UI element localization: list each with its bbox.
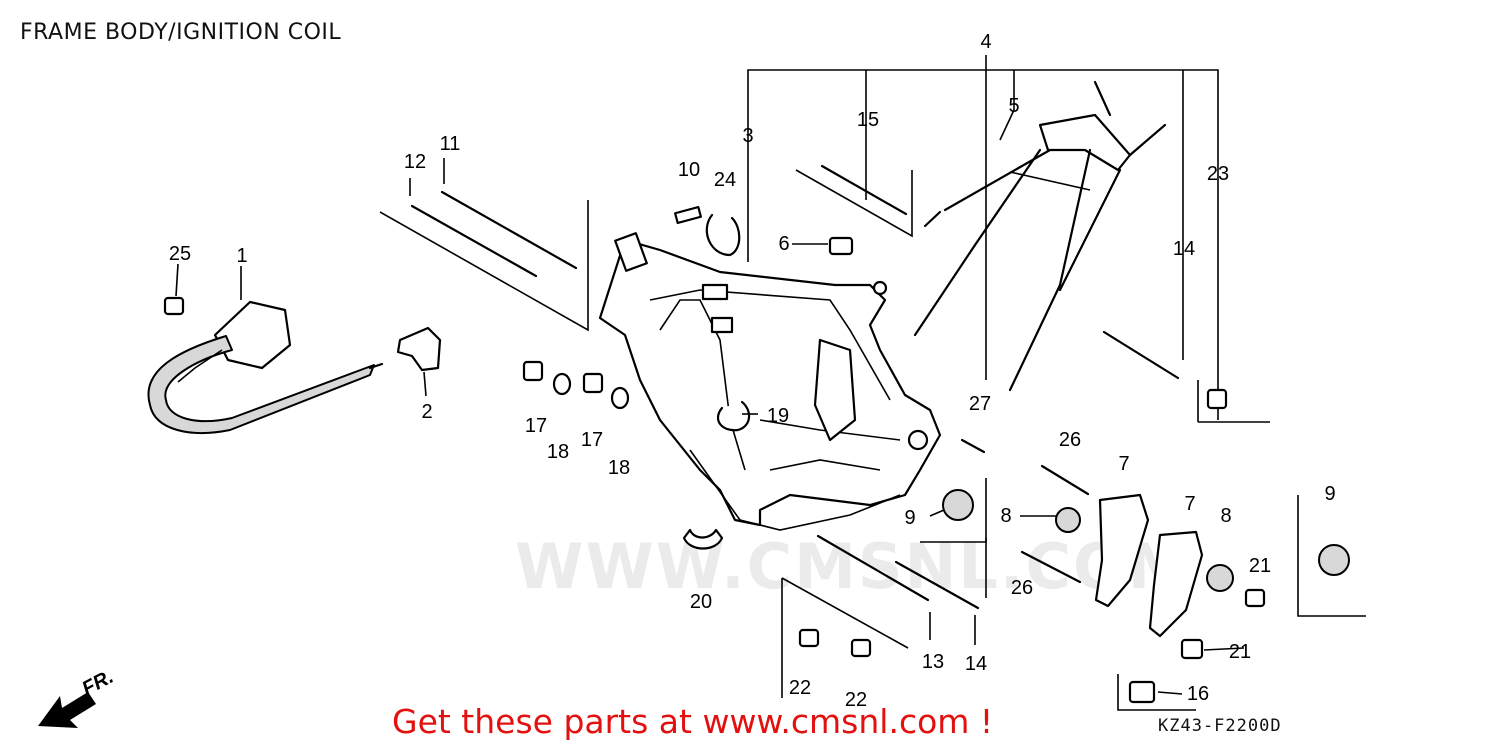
front-direction-arrow-icon bbox=[38, 692, 96, 728]
callout-17a: 17 bbox=[525, 415, 547, 437]
footrest-brackets bbox=[942, 489, 1350, 638]
callout-1: 1 bbox=[236, 245, 247, 267]
callout-26a: 26 bbox=[1059, 429, 1081, 451]
callout-11: 11 bbox=[440, 133, 461, 155]
callout-6: 6 bbox=[778, 233, 789, 255]
watermark-text: WWW.CMSNL.COM bbox=[515, 530, 1192, 603]
callout-8a: 8 bbox=[1000, 505, 1011, 527]
leader-lines bbox=[175, 243, 1245, 695]
callout-27: 27 bbox=[969, 393, 991, 415]
rear-sub-frame bbox=[913, 80, 1167, 392]
callout-25: 25 bbox=[169, 243, 191, 265]
callout-19: 19 bbox=[767, 405, 789, 427]
nuts-washers-collars bbox=[522, 205, 1266, 704]
callout-9a: 9 bbox=[904, 507, 915, 529]
callout-13: 13 bbox=[922, 651, 944, 673]
diagram-title: FRAME BODY/IGNITION COIL bbox=[20, 20, 342, 45]
callout-14a: 14 bbox=[1173, 238, 1195, 260]
callout-5: 5 bbox=[1008, 95, 1019, 117]
callout-8b: 8 bbox=[1220, 505, 1231, 527]
callout-17b: 17 bbox=[581, 429, 603, 451]
diagram-reference-code: KZ43-F2200D bbox=[1158, 716, 1282, 736]
callout-18a: 18 bbox=[547, 441, 569, 463]
callout-16: 16 bbox=[1187, 683, 1209, 705]
callout-18b: 18 bbox=[608, 457, 630, 479]
group-bracket-top bbox=[747, 55, 1270, 423]
callout-23: 23 bbox=[1207, 163, 1229, 185]
callout-21b: 21 bbox=[1229, 641, 1251, 663]
callout-22b: 22 bbox=[845, 689, 867, 711]
callout-22a: 22 bbox=[789, 677, 811, 699]
main-frame bbox=[598, 232, 942, 531]
spark-plug-cap bbox=[396, 326, 442, 372]
callout-24: 24 bbox=[714, 169, 736, 191]
callout-26b: 26 bbox=[1011, 577, 1033, 599]
callout-10: 10 bbox=[678, 159, 700, 181]
ignition-coil bbox=[147, 296, 384, 434]
callout-21a: 21 bbox=[1249, 555, 1271, 577]
callout-4: 4 bbox=[980, 31, 991, 53]
callout-labels: 1 2 3 4 5 6 7 7 8 8 9 9 10 11 12 13 14 1… bbox=[169, 31, 1336, 711]
callout-3: 3 bbox=[742, 125, 753, 147]
callout-9b: 9 bbox=[1324, 483, 1335, 505]
callout-7b: 7 bbox=[1184, 493, 1195, 515]
long-bolts bbox=[410, 164, 1180, 610]
callout-12: 12 bbox=[404, 151, 426, 173]
callout-14b: 14 bbox=[965, 653, 987, 675]
callout-15: 15 bbox=[857, 109, 879, 131]
promo-footer-text: Get these parts at www.cmsnl.com ! bbox=[392, 702, 994, 741]
callout-7a: 7 bbox=[1118, 453, 1129, 475]
callout-2: 2 bbox=[421, 401, 432, 423]
bolt-group-lines bbox=[379, 158, 1366, 711]
callout-20: 20 bbox=[690, 591, 712, 613]
